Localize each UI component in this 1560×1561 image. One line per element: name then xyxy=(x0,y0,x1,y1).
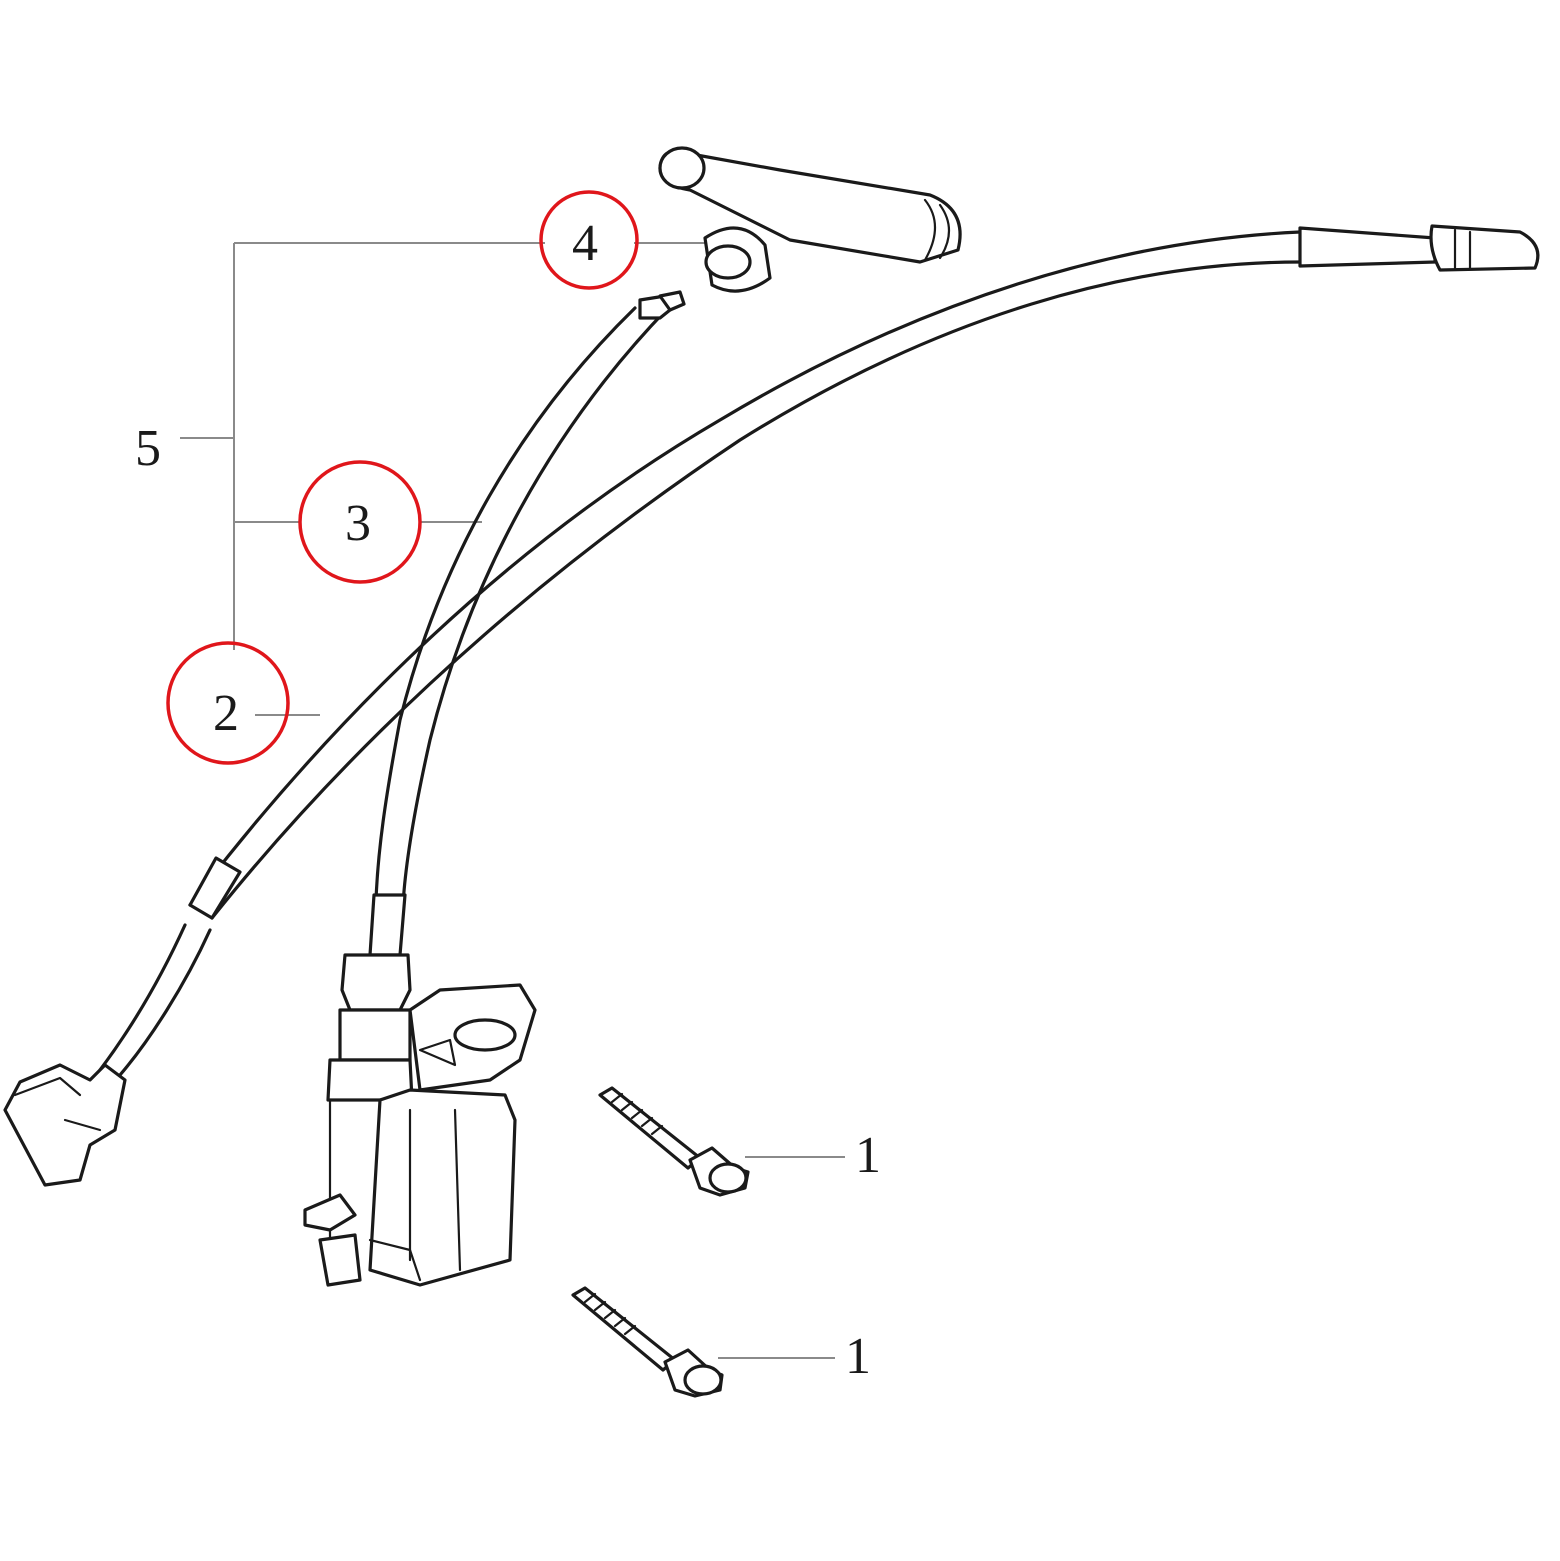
high-tension-lead-icon xyxy=(368,290,686,957)
spark-plug-cap-icon xyxy=(658,146,962,293)
flange-bolt-icon-lower xyxy=(571,1286,724,1398)
flange-bolt-icon-upper xyxy=(598,1086,750,1197)
highlight-ring-part-3 xyxy=(298,460,422,584)
highlight-ring-part-2 xyxy=(166,641,290,765)
callout-part-4: 4 xyxy=(572,215,598,272)
callout-part-1-upper: 1 xyxy=(855,1127,881,1184)
callout-part-1-lower: 1 xyxy=(845,1328,871,1385)
callout-part-3: 3 xyxy=(345,495,371,552)
callout-part-5: 5 xyxy=(135,420,161,477)
ground-lead-icon xyxy=(3,224,1540,1187)
assembly-bracket xyxy=(180,242,845,1359)
callout-part-2: 2 xyxy=(213,685,239,742)
highlight-ring-part-4 xyxy=(539,190,639,290)
ignition-coil-icon xyxy=(303,953,537,1287)
